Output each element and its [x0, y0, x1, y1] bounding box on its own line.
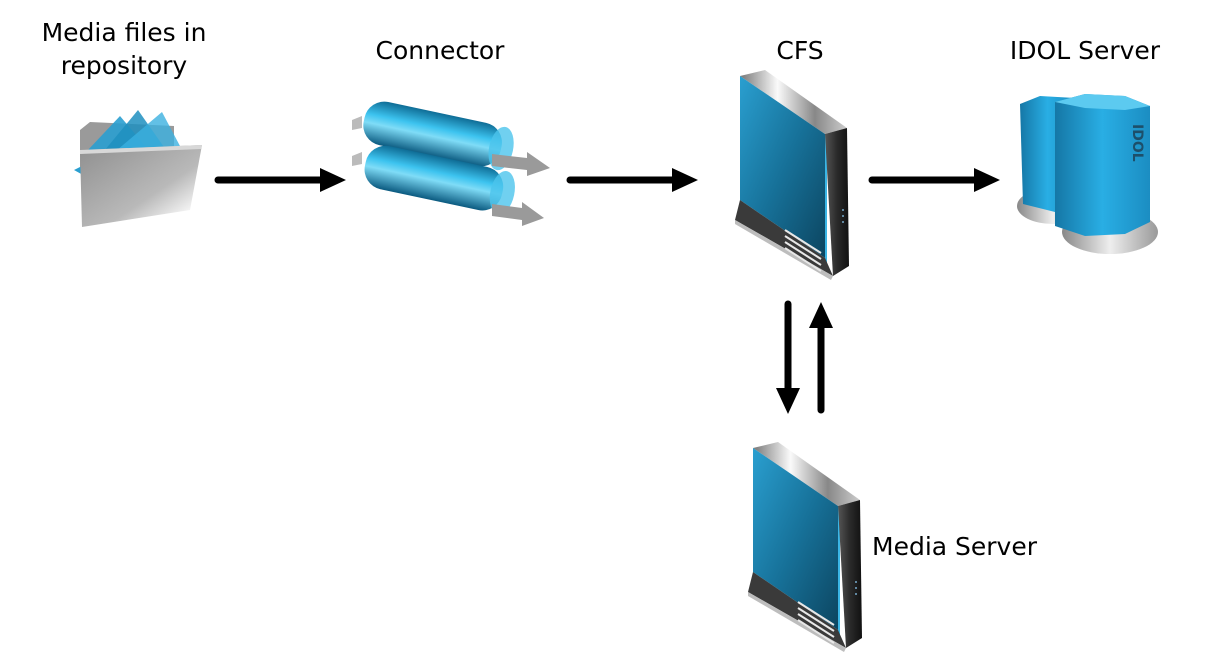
repository-label: Media files in repository — [22, 16, 226, 82]
media-server-label: Media Server — [872, 532, 1038, 561]
arrow-media-server-to-cfs — [809, 302, 833, 414]
idol-server-icon: IDOL — [1017, 94, 1158, 254]
arrow-cfs-to-idol — [868, 168, 1000, 192]
connector-label: Connector — [375, 36, 505, 65]
connector-node — [352, 101, 552, 238]
repository-label-line2: repository — [60, 51, 188, 80]
cfs-label: CFS — [776, 36, 824, 65]
server-tower-icon — [747, 441, 863, 653]
arrow-repository-to-connector — [214, 168, 346, 192]
idol-server-node: IDOL — [1015, 94, 1165, 264]
arrow-connector-to-cfs — [566, 168, 698, 192]
repository-node — [70, 110, 210, 230]
server-tower-icon — [734, 69, 850, 281]
repository-label-line1: Media files in — [41, 18, 207, 47]
folder-icon — [74, 110, 202, 227]
cfs-node — [734, 69, 855, 282]
media-server-node — [747, 441, 868, 654]
idol-logo-text: IDOL — [1129, 124, 1145, 162]
arrow-cfs-to-media-server — [776, 300, 800, 414]
idol-server-label: IDOL Server — [1009, 36, 1161, 65]
connector-cylinders-icon — [352, 101, 550, 226]
